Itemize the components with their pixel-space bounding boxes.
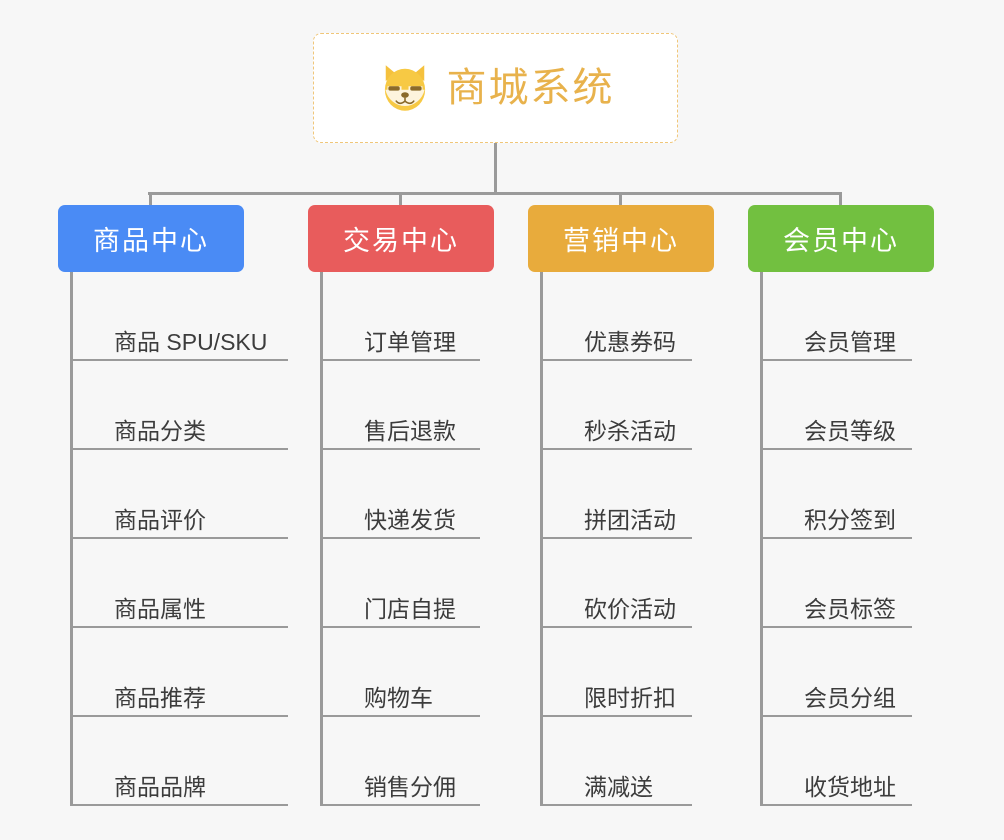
leaf-item[interactable]: 会员分组 [760, 628, 912, 717]
leaf-item[interactable]: 会员等级 [760, 361, 912, 450]
leaf-item[interactable]: 商品属性 [70, 539, 288, 628]
connector-root-stem [494, 143, 497, 194]
leaf-item-underline [760, 537, 912, 539]
leaf-item-underline [70, 626, 288, 628]
leaf-item-label: 积分签到 [804, 507, 896, 533]
connector-horizontal-bar [148, 192, 841, 195]
leaf-item[interactable]: 砍价活动 [540, 539, 692, 628]
leaf-item-label: 销售分佣 [364, 774, 456, 800]
leaf-item-label: 门店自提 [364, 596, 456, 622]
category-box-1[interactable]: 商品中心 [58, 205, 244, 272]
shiba-dog-icon [384, 65, 425, 111]
leaf-item-underline [320, 804, 480, 806]
leaf-item-underline [320, 537, 480, 539]
connector-drop-1 [149, 192, 152, 206]
leaf-item[interactable]: 会员管理 [760, 272, 912, 361]
category-box-3[interactable]: 营销中心 [528, 205, 714, 272]
leaf-item[interactable]: 门店自提 [320, 539, 480, 628]
leaf-item-underline [540, 537, 692, 539]
leaf-item-label: 会员分组 [804, 685, 896, 711]
leaf-item[interactable]: 销售分佣 [320, 717, 480, 806]
leaf-item-underline [540, 804, 692, 806]
leaf-item-underline [70, 537, 288, 539]
category-title: 会员中心 [783, 226, 899, 256]
leaf-item[interactable]: 快递发货 [320, 450, 480, 539]
leaf-item-label: 会员等级 [804, 418, 896, 444]
leaf-item[interactable]: 商品品牌 [70, 717, 288, 806]
category-title: 商品中心 [93, 226, 209, 256]
leaf-item-underline [320, 715, 480, 717]
leaf-item-label: 订单管理 [364, 329, 456, 355]
connector-drop-3 [619, 192, 622, 206]
leaf-item[interactable]: 积分签到 [760, 450, 912, 539]
leaf-item-underline [760, 626, 912, 628]
leaf-item-label: 快递发货 [364, 507, 456, 533]
leaf-item-underline [70, 715, 288, 717]
leaf-item-underline [540, 359, 692, 361]
category-title: 营销中心 [563, 226, 679, 256]
leaf-item[interactable]: 拼团活动 [540, 450, 692, 539]
leaf-item[interactable]: 商品 SPU/SKU [70, 272, 288, 361]
connector-drop-2 [399, 192, 402, 206]
leaf-item-label: 商品品牌 [114, 774, 206, 800]
leaf-item-underline [760, 359, 912, 361]
leaf-item-label: 收货地址 [804, 774, 896, 800]
root-node[interactable]: 商城系统 [313, 33, 678, 143]
category-column-4: 会员管理会员等级积分签到会员标签会员分组收货地址 [760, 272, 912, 806]
leaf-item-label: 商品评价 [114, 507, 206, 533]
leaf-item-underline [760, 804, 912, 806]
leaf-item[interactable]: 商品推荐 [70, 628, 288, 717]
connector-drop-4 [839, 192, 842, 206]
leaf-item-label: 优惠券码 [584, 329, 676, 355]
leaf-item[interactable]: 收货地址 [760, 717, 912, 806]
leaf-item-label: 售后退款 [364, 418, 456, 444]
leaf-item-underline [320, 626, 480, 628]
column-spine [70, 272, 73, 806]
leaf-item[interactable]: 购物车 [320, 628, 480, 717]
leaf-item-label: 满减送 [584, 774, 653, 800]
leaf-item-label: 商品 SPU/SKU [114, 329, 268, 355]
leaf-item-label: 秒杀活动 [584, 418, 676, 444]
leaf-item-label: 商品属性 [114, 596, 206, 622]
leaf-item-underline [70, 359, 288, 361]
leaf-item-label: 会员管理 [804, 329, 896, 355]
leaf-item-underline [320, 448, 480, 450]
leaf-item-underline [760, 448, 912, 450]
leaf-item-label: 拼团活动 [584, 507, 676, 533]
category-box-4[interactable]: 会员中心 [748, 205, 934, 272]
category-box-2[interactable]: 交易中心 [308, 205, 494, 272]
leaf-item-underline [320, 359, 480, 361]
root-title: 商城系统 [446, 66, 615, 110]
category-column-1: 商品 SPU/SKU 商品分类商品评价商品属性商品推荐商品品牌 [70, 272, 288, 806]
category-column-2: 订单管理售后退款快递发货门店自提购物车销售分佣 [320, 272, 480, 806]
leaf-item-underline [540, 448, 692, 450]
leaf-item[interactable]: 优惠券码 [540, 272, 692, 361]
leaf-item-label: 购物车 [364, 685, 433, 711]
leaf-item-underline [70, 448, 288, 450]
leaf-item[interactable]: 售后退款 [320, 361, 480, 450]
leaf-item-label: 砍价活动 [584, 596, 676, 622]
leaf-item[interactable]: 限时折扣 [540, 628, 692, 717]
leaf-item[interactable]: 满减送 [540, 717, 692, 806]
leaf-item-label: 商品分类 [114, 418, 206, 444]
leaf-item-underline [70, 804, 288, 806]
category-title: 交易中心 [343, 226, 459, 256]
leaf-item-label: 会员标签 [804, 596, 896, 622]
leaf-item-underline [540, 715, 692, 717]
column-spine [540, 272, 543, 806]
column-spine [320, 272, 323, 806]
category-column-3: 优惠券码秒杀活动拼团活动砍价活动限时折扣满减送 [540, 272, 692, 806]
leaf-item[interactable]: 订单管理 [320, 272, 480, 361]
leaf-item[interactable]: 会员标签 [760, 539, 912, 628]
leaf-item[interactable]: 商品分类 [70, 361, 288, 450]
leaf-item[interactable]: 秒杀活动 [540, 361, 692, 450]
leaf-item-label: 商品推荐 [114, 685, 206, 711]
leaf-item[interactable]: 商品评价 [70, 450, 288, 539]
column-spine [760, 272, 763, 806]
leaf-item-underline [760, 715, 912, 717]
leaf-item-label: 限时折扣 [584, 685, 676, 711]
leaf-item-underline [540, 626, 692, 628]
